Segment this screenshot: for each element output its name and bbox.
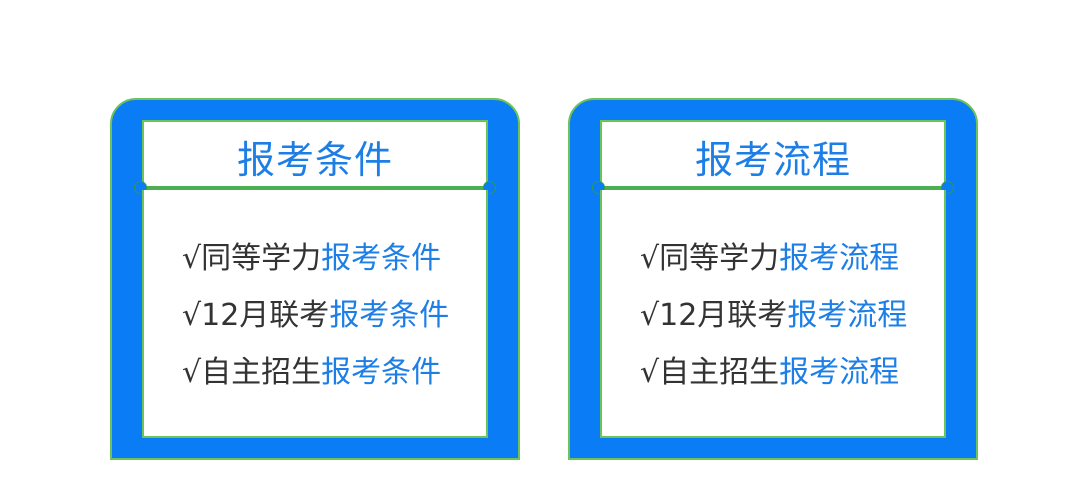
item-link[interactable]: 报考条件 xyxy=(321,241,442,276)
list-item[interactable]: √自主招生报考流程 xyxy=(640,344,944,401)
card-header: 报考流程 xyxy=(600,120,946,186)
card-header: 报考条件 xyxy=(142,120,488,186)
list-item[interactable]: √12月联考报考条件 xyxy=(182,287,486,344)
card-body: √同等学力报考条件 √12月联考报考条件 √自主招生报考条件 xyxy=(142,190,488,438)
item-link[interactable]: 报考流程 xyxy=(779,355,900,390)
list-item[interactable]: √同等学力报考流程 xyxy=(640,230,944,287)
check-icon: √ xyxy=(640,355,660,390)
check-icon: √ xyxy=(640,298,660,333)
item-prefix: 自主招生 xyxy=(659,355,780,390)
item-prefix: 同等学力 xyxy=(659,241,780,276)
list-item[interactable]: √自主招生报考条件 xyxy=(182,344,486,401)
item-link[interactable]: 报考条件 xyxy=(321,355,442,390)
card-title: 报考流程 xyxy=(694,137,851,182)
list-item[interactable]: √同等学力报考条件 xyxy=(182,230,486,287)
item-prefix: 12月联考 xyxy=(201,298,330,333)
card-title: 报考条件 xyxy=(236,137,393,182)
item-prefix: 自主招生 xyxy=(201,355,322,390)
check-icon: √ xyxy=(182,241,202,276)
card-body: √同等学力报考流程 √12月联考报考流程 √自主招生报考流程 xyxy=(600,190,946,438)
item-link[interactable]: 报考流程 xyxy=(787,298,908,333)
check-icon: √ xyxy=(640,241,660,276)
check-icon: √ xyxy=(182,298,202,333)
list-item[interactable]: √12月联考报考流程 xyxy=(640,287,944,344)
item-link[interactable]: 报考流程 xyxy=(779,241,900,276)
check-icon: √ xyxy=(182,355,202,390)
item-link[interactable]: 报考条件 xyxy=(329,298,450,333)
item-prefix: 12月联考 xyxy=(659,298,788,333)
item-prefix: 同等学力 xyxy=(201,241,322,276)
card-exam-requirements: 报考条件 √同等学力报考条件 √12月联考报考条件 √自主招生报考条件 xyxy=(110,98,520,460)
card-exam-process: 报考流程 √同等学力报考流程 √12月联考报考流程 √自主招生报考流程 xyxy=(568,98,978,460)
